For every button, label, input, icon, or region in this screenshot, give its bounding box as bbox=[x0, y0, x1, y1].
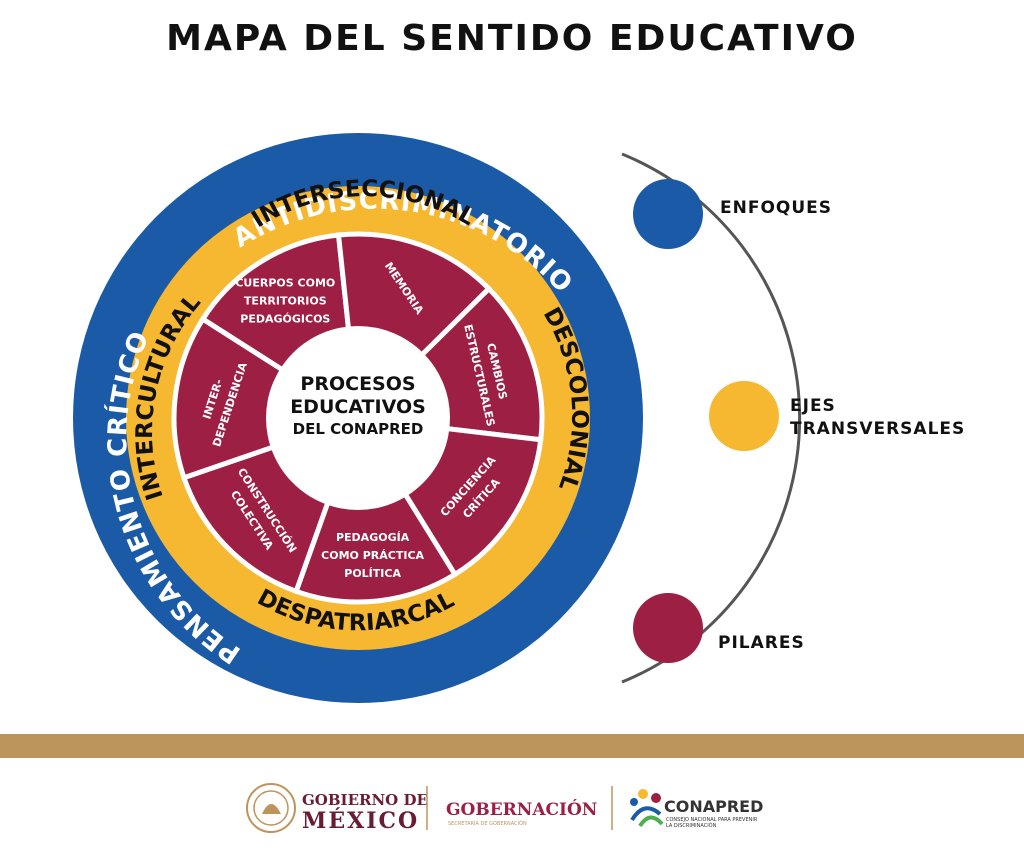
page-title: MAPA DEL SENTIDO EDUCATIVO bbox=[166, 18, 858, 59]
sentido-educativo-diagram: CUERPOS COMOTERRITORIOSPEDAGÓGICOSMEMORI… bbox=[73, 133, 965, 703]
pilar-label: PEDAGOGÍA COMO PRÁCTICA POLÍTICA bbox=[321, 531, 424, 580]
mexico-text: MÉXICO bbox=[302, 807, 419, 834]
legend-connector-arc bbox=[621, 152, 802, 684]
divider-band bbox=[0, 734, 1024, 758]
center-line-1: PROCESOS bbox=[300, 373, 415, 395]
mexico-seal-icon bbox=[246, 783, 296, 833]
center-line-2: EDUCATIVOS bbox=[290, 396, 426, 418]
pilar-label-line: PEDAGÓGICOS bbox=[240, 313, 330, 326]
pilar-segment bbox=[171, 315, 364, 481]
legend-ejes-label-line2: TRANSVERSALES bbox=[790, 419, 965, 439]
legend-enfoques-dot bbox=[633, 179, 703, 249]
footer-logos: GOBIERNO DE MÉXICO GOBERNACIÓN SECRETARÍ… bbox=[246, 783, 763, 834]
gobernacion-text: GOBERNACIÓN bbox=[446, 799, 597, 820]
pilar-segment bbox=[292, 412, 459, 605]
gobernacion-subtitle: SECRETARÍA DE GOBERNACIÓN bbox=[448, 820, 527, 827]
pilar-label-line: CUERPOS COMO bbox=[235, 277, 335, 290]
pilar-label-line: POLÍTICA bbox=[344, 567, 401, 580]
conapred-subtitle-2: LA DISCRIMINACIÓN bbox=[666, 822, 717, 829]
legend-pilares-label: PILARES bbox=[718, 633, 805, 653]
center-circle bbox=[266, 326, 450, 510]
pilar-label-line: PEDAGOGÍA bbox=[336, 531, 410, 544]
conapred-logo-icon bbox=[630, 789, 664, 828]
conapred-text: CONAPRED bbox=[664, 797, 763, 816]
legend-enfoques-label: ENFOQUES bbox=[720, 198, 832, 218]
legend-pilares-dot bbox=[633, 593, 703, 663]
gobierno-de-text: GOBIERNO DE bbox=[302, 791, 428, 809]
legend-ejes-label-line1: EJES bbox=[790, 396, 836, 416]
conapred-subtitle-1: CONSEJO NACIONAL PARA PREVENIR bbox=[666, 817, 758, 823]
pilar-label-line: COMO PRÁCTICA bbox=[321, 549, 424, 562]
legend-ejes-dot bbox=[709, 381, 779, 451]
center-line-3: DEL CONAPRED bbox=[293, 420, 424, 438]
pilar-label-line: TERRITORIOS bbox=[244, 295, 327, 308]
pilar-label: CUERPOS COMO TERRITORIOS PEDAGÓGICOS bbox=[235, 277, 335, 326]
